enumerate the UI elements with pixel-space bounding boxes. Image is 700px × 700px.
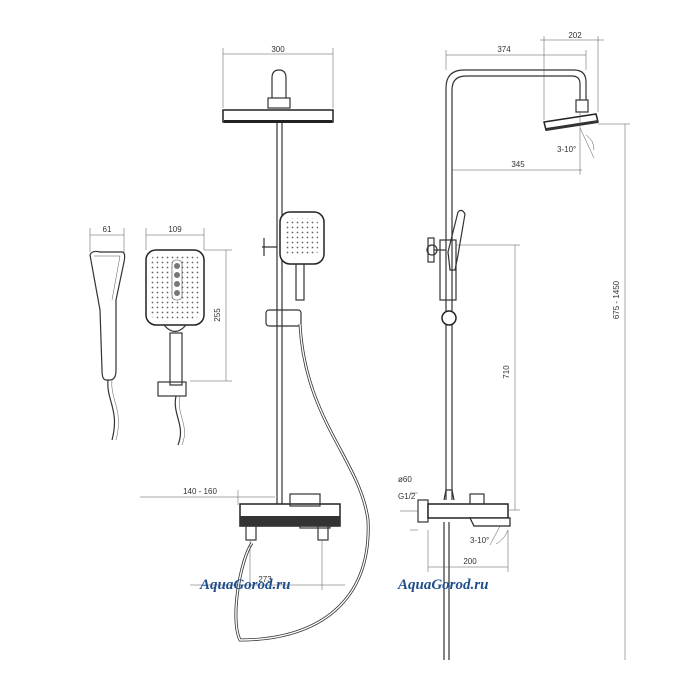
dim-hand-depth: 61	[103, 225, 112, 234]
hand-side-hose	[107, 379, 116, 441]
side-dimensions: 374 202 3-10° 345 675 - 1450 710 ø60 G1/…	[398, 31, 630, 660]
side-view	[417, 69, 599, 660]
front-mixer-top	[289, 493, 321, 507]
front-dimensions: 300 140 - 160 273	[140, 45, 345, 590]
side-arm-inner	[451, 75, 581, 500]
dim-spout-length: 200	[463, 557, 477, 566]
hand-holder	[157, 381, 187, 397]
dim-round-diameter: ø60	[398, 475, 412, 484]
side-wall-flange	[417, 499, 429, 523]
hand-dimensions: 61 109 255	[89, 225, 232, 382]
side-arm-outer	[445, 69, 587, 500]
dim-hand-width: 109	[168, 225, 182, 234]
dim-height-range: 675 - 1450	[612, 280, 621, 319]
dim-head-width: 300	[271, 45, 285, 54]
front-top-loop	[271, 69, 287, 98]
front-slider	[265, 309, 302, 327]
hand-side-profile	[89, 250, 126, 381]
side-mixer-body	[427, 503, 509, 519]
dim-spout-tilt: 3-10°	[470, 536, 489, 545]
dim-arm-reach: 374	[497, 45, 511, 54]
dim-arm-offset: 345	[511, 160, 525, 169]
side-spout	[469, 517, 511, 527]
side-slider-ball	[441, 310, 457, 326]
dim-centers: 140 - 160	[183, 487, 217, 496]
front-view	[222, 69, 370, 642]
hand-shower-detail	[89, 249, 205, 446]
dim-hand-length: 255	[213, 308, 222, 322]
dim-head-tilt: 3-10°	[557, 145, 576, 154]
dim-outlet-height: 710	[502, 365, 511, 379]
dim-head-diameter: 202	[568, 31, 582, 40]
front-hand-handle	[295, 263, 305, 301]
watermark-left: AquaGorod.ru	[199, 577, 290, 593]
dim-thread: G1/2	[398, 492, 416, 501]
watermark-right: AquaGorod.ru	[397, 577, 488, 593]
front-diverter-knob	[262, 238, 277, 256]
front-head-connector	[267, 97, 291, 109]
hand-front-handle	[169, 332, 183, 386]
dim-mixer-width: 273	[258, 575, 272, 584]
